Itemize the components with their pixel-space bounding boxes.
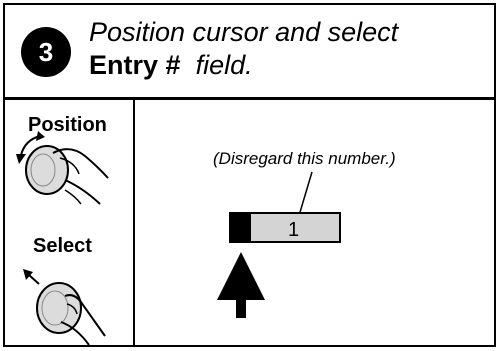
entry-field-suffix: field. bbox=[195, 50, 253, 80]
illustration-area: (Disregard this number.) 1 bbox=[135, 100, 494, 345]
entry-number-field bbox=[249, 212, 341, 243]
press-direction-icon bbox=[23, 269, 40, 285]
step-instruction-line1: Position cursor and select bbox=[89, 17, 399, 47]
select-label: Select bbox=[33, 235, 92, 257]
hand-turning-icon bbox=[52, 148, 109, 205]
up-arrow-icon bbox=[217, 252, 265, 318]
controls-column: Position bbox=[5, 100, 135, 346]
entry-number-value: 1 bbox=[288, 219, 299, 241]
disregard-note: (Disregard this number.) bbox=[213, 149, 396, 168]
step-number-badge: 3 bbox=[21, 27, 71, 77]
step-header: 3 Position cursor and select Entry # fie… bbox=[5, 5, 494, 100]
cursor-block bbox=[229, 212, 251, 243]
rotate-knob-icon bbox=[16, 131, 69, 195]
step-instruction: Position cursor and select Entry # field… bbox=[89, 16, 398, 82]
step-instruction-line2: Entry # field. bbox=[89, 49, 398, 82]
finger-pressing-icon bbox=[60, 294, 106, 346]
entry-field-name: Entry # bbox=[89, 50, 181, 80]
position-label: Position bbox=[28, 114, 107, 136]
instruction-card: 3 Position cursor and select Entry # fie… bbox=[3, 3, 496, 347]
entry-field-illustration: 1 bbox=[217, 171, 341, 318]
controls-illustration bbox=[16, 131, 109, 346]
